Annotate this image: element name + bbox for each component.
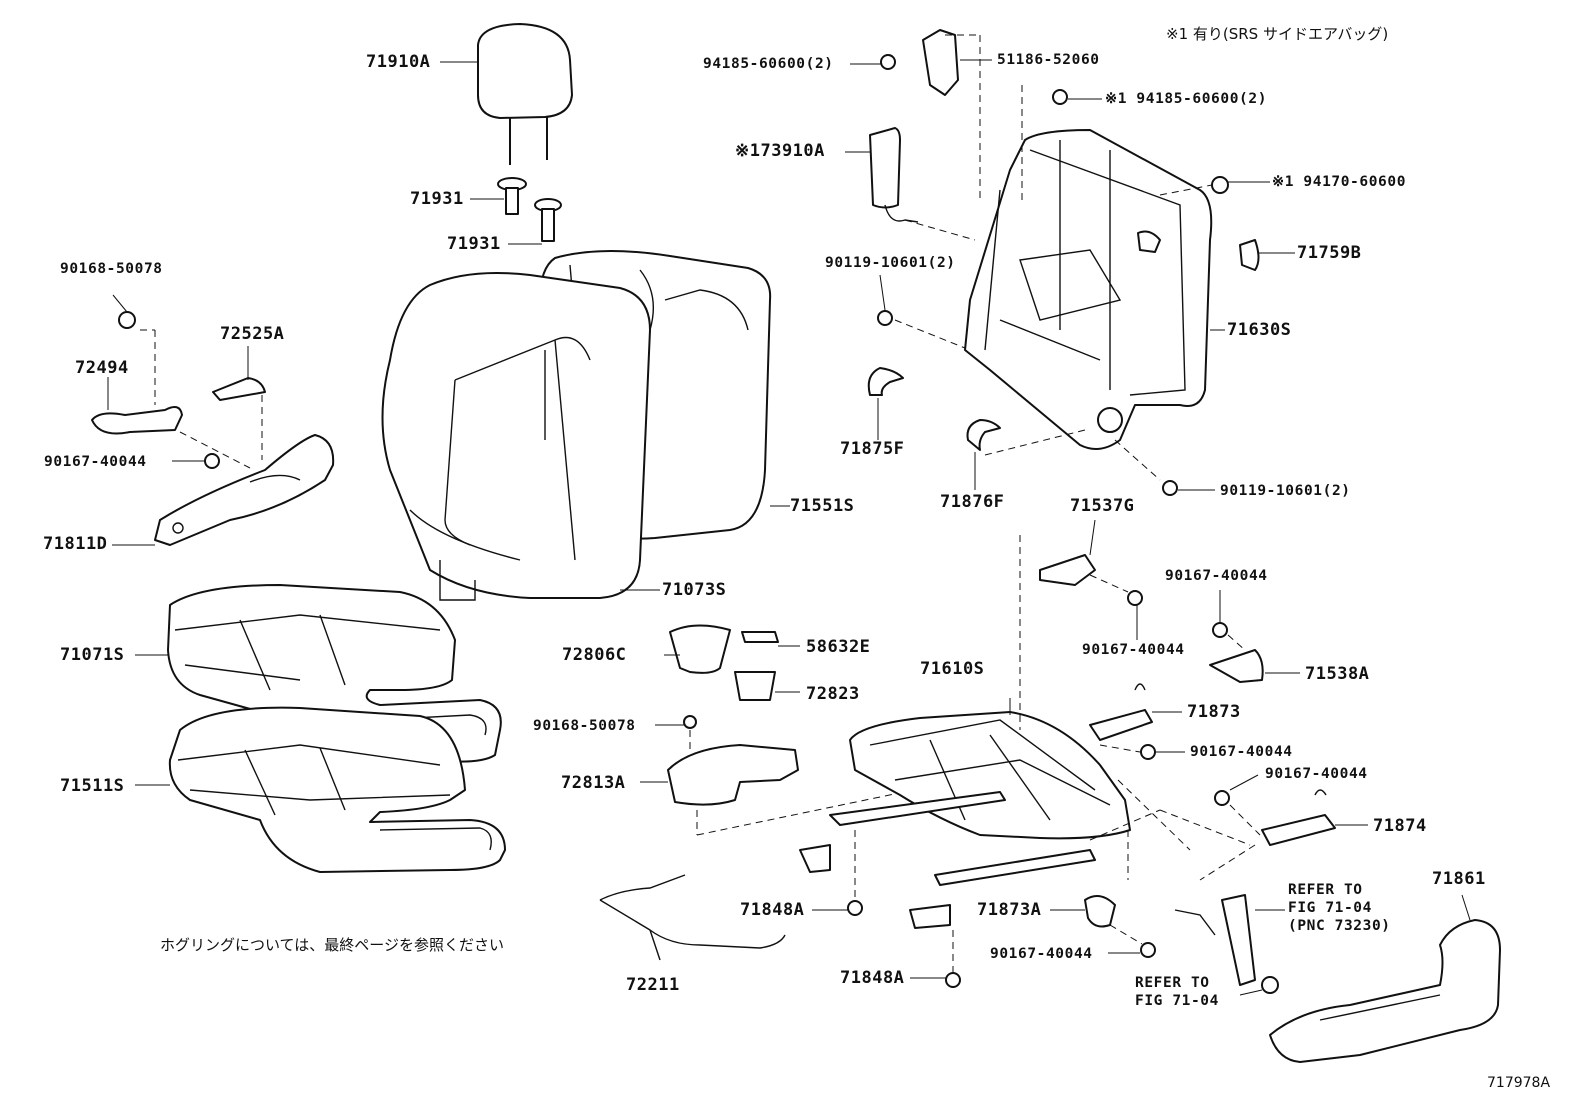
cupholder-parts (640, 624, 1011, 836)
cushion-frame (799, 535, 1131, 929)
recliner-parts (867, 274, 1215, 496)
part-94185-60600: 94185-60600(2) (703, 56, 834, 72)
part-71873: 71873 (1187, 702, 1241, 722)
part-90167-40044: 90167-40044 (1190, 744, 1293, 760)
headrest-guides (470, 177, 562, 245)
part-71874: 71874 (1373, 816, 1427, 836)
part-71551S: 71551S (790, 496, 855, 516)
part-71910A: 71910A (366, 52, 431, 72)
part-71811D: 71811D (43, 534, 108, 554)
side-shield (1269, 894, 1501, 1063)
part-90119-10601: 90119-10601(2) (825, 255, 956, 271)
part-71861: 71861 (1432, 869, 1486, 889)
part-90167-40044: 90167-40044 (1165, 568, 1268, 584)
refer-note-seatbelt: REFER TO FIG 71-04 (PNC 73230) (1288, 881, 1391, 935)
hog-ring-note: ホグリングについては、最終ページを参照ください (160, 936, 504, 954)
upper-bracket (850, 29, 1270, 200)
seat-wire (599, 874, 786, 961)
refer-note-buckle: REFER TO FIG 71-04 (1135, 974, 1219, 1010)
lower-parts (812, 830, 1285, 996)
cushion-pad (135, 706, 506, 873)
refer-line: FIG 71-04 (1135, 993, 1219, 1010)
seatback-cover (381, 249, 790, 601)
part-71876F: 71876F (940, 492, 1005, 512)
part-72211: 72211 (626, 975, 680, 995)
part-90167-40044: 90167-40044 (1082, 642, 1185, 658)
side-airbag (845, 127, 976, 241)
part-73910A: ※173910A (735, 141, 825, 161)
refer-line: REFER TO (1135, 975, 1210, 991)
part-72813A: 72813A (561, 773, 626, 793)
headrest (440, 23, 573, 165)
part-90168-50078: 90168-50078 (533, 718, 636, 734)
refer-line: (PNC 73230) (1288, 918, 1391, 935)
part-72494: 72494 (75, 358, 129, 378)
part-90119-10601: 90119-10601(2) (1220, 483, 1351, 499)
part-71759B: 71759B (1297, 243, 1362, 263)
part-71875F: 71875F (840, 439, 905, 459)
part-58632E: 58632E (806, 637, 871, 657)
part-71537G: 71537G (1070, 496, 1135, 516)
part-90167-40044: 90167-40044 (1265, 766, 1368, 782)
part-71073S: 71073S (662, 580, 727, 600)
part-51186-52060: 51186-52060 (997, 52, 1100, 68)
part-90167-40044: 90167-40044 (44, 454, 147, 470)
refer-line: REFER TO (1288, 882, 1363, 898)
part-72823: 72823 (806, 684, 860, 704)
part-71848A: 71848A (840, 968, 905, 988)
part-71538A: 71538A (1305, 664, 1370, 684)
part-72525A: 72525A (220, 324, 285, 344)
airbag-note: ※1 有り(SRS サイドエアバッグ) (1166, 25, 1389, 43)
part-72806C: 72806C (562, 645, 627, 665)
part-71931: 71931 (410, 189, 464, 209)
part-90168-50078: 90168-50078 (60, 261, 163, 277)
part-71848A: 71848A (740, 900, 805, 920)
part-71931: 71931 (447, 234, 501, 254)
figure-id: 717978A (1487, 1075, 1551, 1091)
part-71873A: 71873A (977, 900, 1042, 920)
part-71511S: 71511S (60, 776, 125, 796)
part-71071S: 71071S (60, 645, 125, 665)
left-trim-parts (91, 294, 335, 546)
part-94170-60600: ※1 94170-60600 (1272, 174, 1407, 190)
part-71610S: 71610S (920, 659, 985, 679)
part-94185-60600: ※1 94185-60600(2) (1105, 91, 1268, 107)
part-71630S: 71630S (1227, 320, 1292, 340)
seatback-frame (964, 129, 1295, 450)
refer-line: FIG 71-04 (1288, 900, 1372, 917)
right-brackets (1039, 519, 1368, 881)
part-90167-40044: 90167-40044 (990, 946, 1093, 962)
